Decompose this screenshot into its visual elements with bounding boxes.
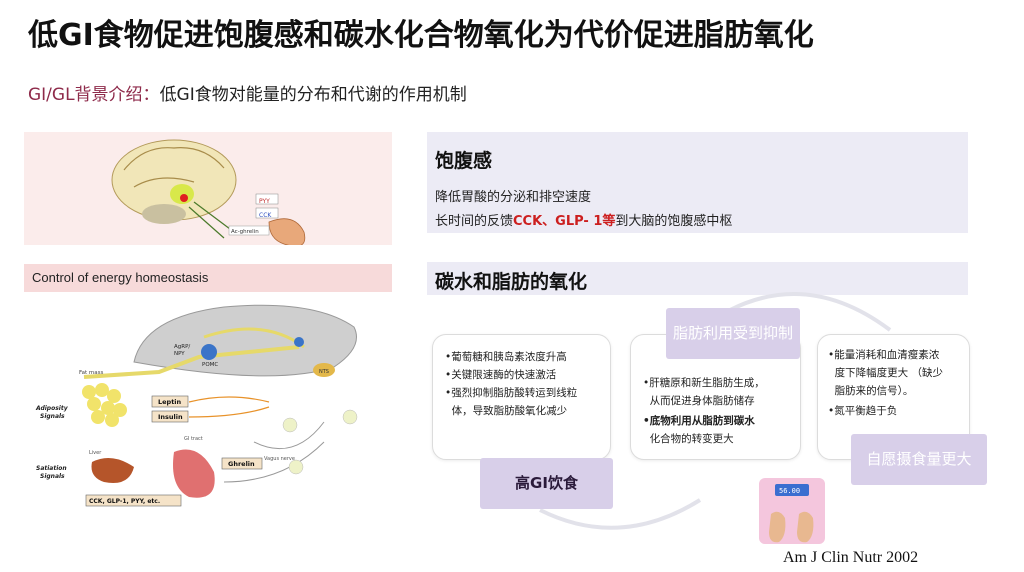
card2-line-1: •肝糖原和新生脂肪生成， — [643, 377, 765, 389]
satiety-line-2: 长时间的反馈CCK、GLP- 1等到大脑的饱腹感中枢 — [435, 210, 732, 229]
label-adiposity-signals: Signals — [40, 413, 65, 420]
label-liver: Liver — [89, 450, 102, 456]
label-adiposity: Adiposity — [35, 405, 69, 412]
card2-line-2: 从而促进身体脂肪储存 — [643, 395, 755, 407]
card3-line-3: 脂肪来的信号）。 — [828, 385, 914, 397]
card1-line-4: 体，导致脂肪酸氧化减少 — [445, 405, 568, 417]
label-leptin: Leptin — [158, 398, 182, 406]
homeostasis-diagram: NTS AgRP/ NPY POMC Fat mass Adiposity Si… — [35, 304, 358, 507]
fat-cells — [82, 383, 127, 427]
card3-line-1: •能量消耗和血清瘦素浓 — [828, 349, 940, 361]
brain-label-pyy: PYY — [259, 198, 270, 205]
citation: Am J Clin Nutr 2002 — [783, 549, 919, 566]
label-pomc: POMC — [202, 362, 218, 368]
card1-line-1: •葡萄糖和胰岛素浓度升高 — [445, 351, 567, 363]
brain-label-cck: CCK — [259, 212, 272, 219]
card-high-gi: •葡萄糖和胰岛素浓度升高 •关键限速酶的快速激活 •强烈抑制脂肪酸转运到线粒 体… — [432, 334, 611, 460]
label-vagus: Vagus nerve — [264, 456, 295, 462]
card1-line-3: •强烈抑制脂肪酸转运到线粒 — [445, 387, 578, 399]
control-header: Control of energy homeostasis — [24, 264, 392, 292]
label-cck-glp: CCK, GLP-1, PYY, etc. — [89, 498, 160, 505]
label-gi-tract: GI tract — [184, 436, 203, 442]
oxidation-title: 碳水和脂肪的氧化 — [435, 271, 588, 293]
card2-line-3: •底物利用从脂肪到碳水 — [643, 415, 755, 427]
page-title: 低GI食物促进饱腹感和碳水化合物氧化为代价促进脂肪氧化 — [28, 18, 814, 53]
card3-line-2: 度下降幅度更大 （缺少 — [828, 367, 944, 379]
satiety-line-2-highlight: CCK、GLP- 1等 — [513, 214, 616, 229]
high-gi-diet-label: 高GI饮食 — [480, 458, 613, 509]
card2-line-4: 化合物的转变更大 — [643, 433, 734, 445]
brain-illustration: PYY CCK Ac-ghrelin — [111, 139, 306, 247]
satiety-title: 饱腹感 — [435, 150, 493, 172]
scale-display: 56.00 — [779, 487, 800, 495]
subtitle-rest: 低GI食物对能量的分布和代谢的作用机制 — [159, 85, 467, 105]
satiety-line-2-post: 到大脑的饱腹感中枢 — [615, 214, 733, 229]
subtitle-lead: GI/GL背景介绍： — [28, 85, 160, 105]
label-agrp: AgRP/ — [174, 344, 190, 350]
voluntary-intake-label: 自愿摄食量更大 — [851, 434, 987, 485]
card3-line-4: •氮平衡趋于负 — [828, 405, 898, 417]
satiety-panel — [427, 132, 968, 233]
label-insulin: Insulin — [158, 413, 183, 421]
label-ghrelin: Ghrelin — [228, 460, 255, 468]
fat-utilization-label: 脂肪利用受到抑制 — [666, 308, 800, 359]
scale-icon: 56.00 — [759, 478, 825, 544]
brain-figure: PYY CCK Ac-ghrelin — [24, 132, 392, 247]
card1-line-2: •关键限速酶的快速激活 — [445, 369, 557, 381]
label-satiation-signals: Signals — [40, 473, 65, 480]
label-satiation: Satiation — [36, 465, 67, 472]
satiety-line-2-pre: 长时间的反馈 — [435, 214, 514, 229]
homeostasis-figure: NTS AgRP/ NPY POMC Fat mass Adiposity Si… — [24, 292, 392, 512]
label-fat-mass: Fat mass — [79, 370, 104, 376]
label-npy: NPY — [174, 351, 185, 357]
brain-label-ghrelin: Ac-ghrelin — [231, 229, 259, 235]
oxidation-band — [427, 262, 968, 295]
control-title: Control of energy homeostasis — [32, 270, 209, 285]
satiety-line-1: 降低胃酸的分泌和排空速度 — [435, 190, 592, 205]
label-nts: NTS — [319, 369, 329, 375]
subtitle: GI/GL背景介绍：低GI食物对能量的分布和代谢的作用机制 — [28, 80, 467, 105]
